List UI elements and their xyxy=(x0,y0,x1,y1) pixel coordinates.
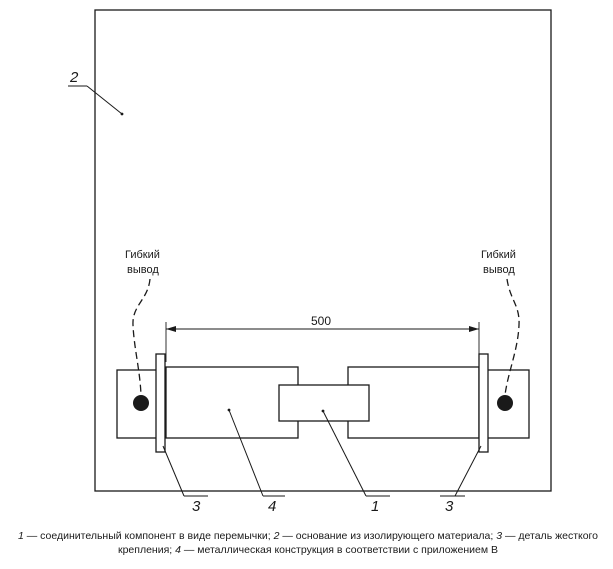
right-fastener-plate xyxy=(478,353,489,453)
caption-n4: 4 xyxy=(175,544,181,556)
leader-1 xyxy=(322,410,367,497)
flex-lead-left-line1: Гибкий xyxy=(125,249,160,261)
connector-jumper xyxy=(278,384,370,422)
label-2: 2 xyxy=(69,69,79,86)
label-3-right: 3 xyxy=(445,498,454,515)
right-metal-structure xyxy=(347,366,480,439)
leader-4 xyxy=(228,409,264,497)
left-terminal-hole xyxy=(133,395,149,411)
flex-lead-right-line1: Гибкий xyxy=(481,249,516,261)
caption-n2: 2 xyxy=(273,530,280,542)
label-1: 1 xyxy=(371,498,379,515)
insulating-base xyxy=(94,9,552,492)
caption-n3: 3 xyxy=(496,530,503,542)
caption-t3: — деталь жесткого крепления; xyxy=(117,530,598,556)
caption-t1: — соединительный компонент в виде перемы… xyxy=(23,530,274,542)
caption-t2: — основание из изолирующего материала; xyxy=(279,530,497,542)
leader-3-left xyxy=(162,445,185,497)
left-fastener-plate xyxy=(155,353,166,453)
flex-lead-right-wire xyxy=(504,278,520,396)
caption-t4: — металлическая конструкция в соответств… xyxy=(180,544,498,556)
label-3-left: 3 xyxy=(192,498,201,515)
label-4: 4 xyxy=(268,498,276,515)
dim-arrow-left xyxy=(166,326,176,332)
leader-2-diag xyxy=(86,85,123,115)
dim-label-500: 500 xyxy=(311,314,331,328)
flex-lead-left-line2: вывод xyxy=(127,264,159,276)
flex-lead-right-line2: вывод xyxy=(483,264,515,276)
leader-1-dot xyxy=(321,409,325,413)
left-metal-structure xyxy=(165,366,299,439)
leader-2-dot xyxy=(120,112,124,116)
right-terminal-hole xyxy=(497,395,513,411)
figure-caption: 1 — соединительный компонент в виде пере… xyxy=(8,529,608,557)
flex-lead-left-wire xyxy=(132,278,151,396)
leader-3-right xyxy=(454,445,482,497)
caption-n1: 1 xyxy=(18,530,24,542)
dim-arrow-right xyxy=(469,326,479,332)
leader-4-dot xyxy=(227,408,231,412)
